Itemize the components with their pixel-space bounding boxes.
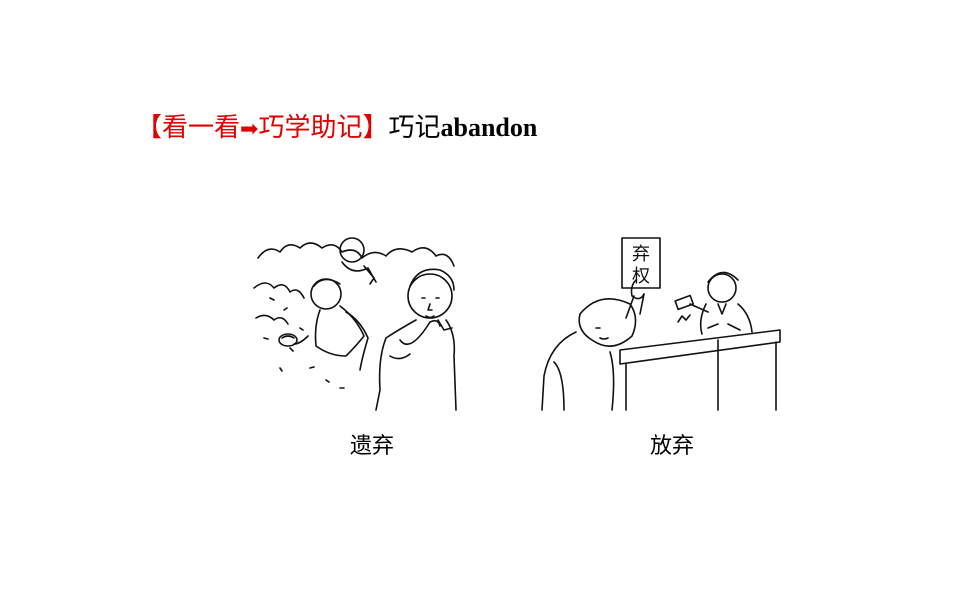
abandon-illustration: 遗弃 (250, 228, 470, 459)
waiver-illustration: 弃 权 放弃 (540, 232, 790, 459)
heading-bracket-open: 【 (136, 113, 163, 143)
waiver-caption: 放弃 (649, 434, 694, 459)
abandon-caption: 遗弃 (349, 434, 394, 459)
heading-look-label: 看一看 (162, 113, 241, 143)
waiver-drawing: 弃 权 (541, 237, 781, 411)
heading-memory-label: 巧学助记 (258, 113, 363, 143)
sign-line-1: 弃 (632, 244, 650, 265)
sign-line-2: 权 (632, 266, 650, 287)
heading-bracket-close: 】 (362, 113, 389, 143)
heading-prefix: 巧记 (388, 113, 441, 143)
arrow-right-icon: ➡ (240, 117, 259, 142)
heading-word: abandon (440, 113, 538, 142)
abandon-drawing (253, 237, 457, 411)
lesson-heading: 【看一看➡巧学助记】巧记abandon (136, 108, 537, 150)
